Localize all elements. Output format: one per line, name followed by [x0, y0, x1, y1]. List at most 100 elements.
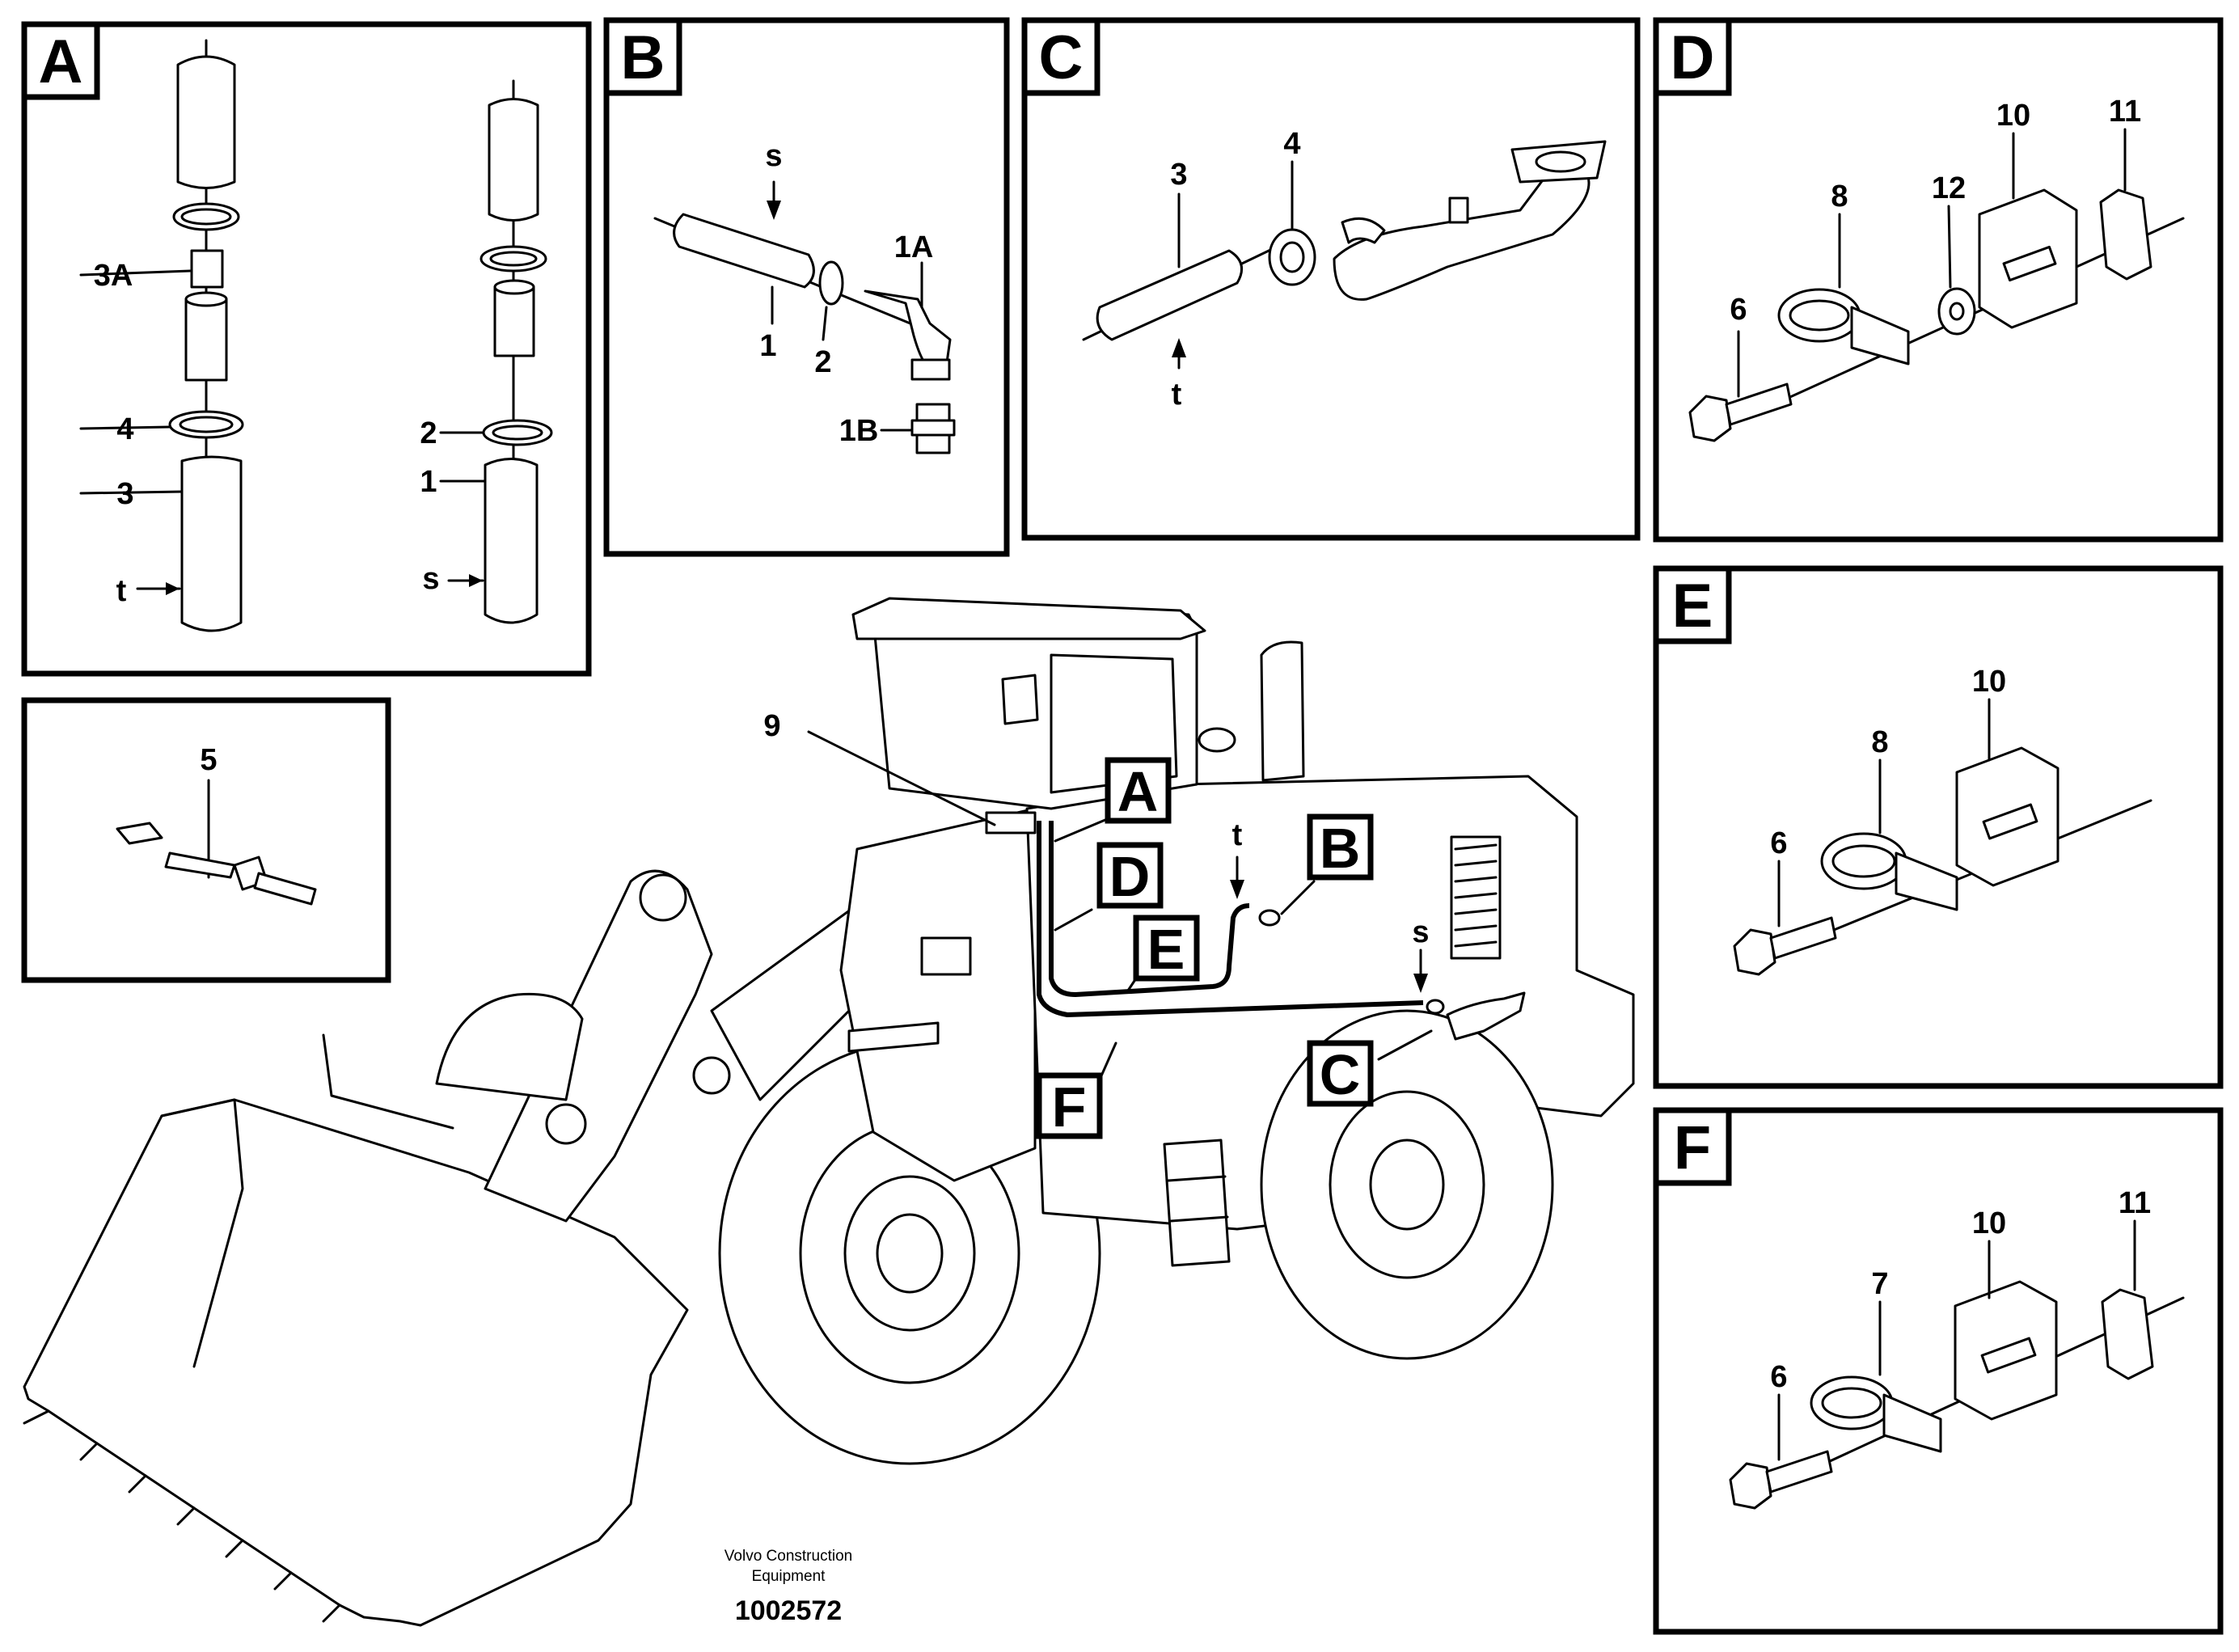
bolt-shank-e [1769, 916, 1837, 960]
company-name-line2: Equipment [752, 1568, 826, 1585]
panel-a-letter-box [21, 21, 100, 100]
outlet-pipe [1333, 150, 1591, 301]
clip-nut-11-d [2099, 188, 2152, 281]
hose-upper-left [176, 55, 236, 189]
panel-c-frame [1021, 17, 1641, 541]
panel-d-label-10: 10 [1996, 99, 2030, 133]
panel-f-letter: F [1674, 1113, 1711, 1182]
hose-lower-right [484, 458, 539, 624]
callout-a: A [1105, 757, 1172, 824]
panel-b-label-2: 2 [814, 345, 831, 379]
company-name-line1: Volvo Construction [725, 1548, 852, 1565]
panel-a-label-t: t [116, 574, 127, 608]
machine-label-9: 9 [763, 709, 780, 743]
valve-b [1258, 909, 1281, 927]
panel-b-letter: B [621, 23, 665, 92]
callout-d-letter: D [1109, 845, 1151, 908]
panel-d: D [1653, 17, 2224, 543]
bolt-head-f [1729, 1462, 1772, 1510]
panel-f-label-6: 6 [1770, 1360, 1787, 1394]
reducer-3a [190, 249, 224, 289]
clamp-7-f-tab [1882, 1393, 1942, 1453]
panel-b-label-1b: 1B [839, 414, 879, 448]
panel-tag: 5 [21, 697, 391, 983]
panel-e: E [1653, 565, 2224, 1089]
hose-lower-left [180, 455, 243, 632]
drawing-number: 1002572 [735, 1595, 842, 1626]
panel-b-label-1: 1 [759, 329, 776, 363]
callout-b: B [1307, 813, 1374, 881]
callout-e-letter: E [1147, 918, 1185, 981]
panel-a-label-3a: 3A [94, 259, 133, 293]
mirror [1001, 674, 1039, 725]
clip-nut-11-f [2101, 1288, 2154, 1380]
hose-b [673, 213, 815, 289]
tag-label-5: 5 [200, 743, 217, 777]
panel-c-letter: C [1039, 23, 1084, 92]
exhaust-stack [1260, 640, 1305, 782]
panel-f: F [1653, 1107, 2224, 1635]
panel-d-label-8: 8 [1831, 180, 1848, 213]
panel-c-label-3: 3 [1170, 158, 1187, 192]
panel-e-frame [1653, 565, 2224, 1089]
wheel-loader [23, 597, 1635, 1627]
clamp-8-e-tab [1895, 851, 1958, 911]
tag-plate [116, 822, 163, 845]
callout-e: E [1133, 915, 1200, 982]
panel-a-label-4: 4 [116, 412, 133, 446]
tie-strap [164, 851, 236, 879]
small-clamp [1341, 217, 1386, 244]
callout-f-letter: F [1052, 1075, 1087, 1139]
callout-d: D [1096, 842, 1164, 909]
panel-c-letter-box [1021, 17, 1100, 96]
light-box [920, 936, 972, 976]
tie-tail [253, 872, 317, 906]
nipple-right [493, 285, 535, 357]
panel-c-label-4: 4 [1283, 127, 1300, 161]
clamp-8-d-tab [1850, 306, 1910, 365]
panel-tag-frame [21, 697, 391, 983]
panel-a: A 3A 4 3 t [21, 21, 592, 677]
pipe-nipple [1448, 196, 1469, 224]
hose-c [1096, 249, 1244, 341]
machine-label-t: t [1232, 818, 1243, 852]
access-steps [1163, 1139, 1231, 1267]
front-wheel-left [435, 992, 584, 1101]
panel-d-letter-box [1653, 17, 1732, 96]
panel-d-label-11: 11 [2109, 95, 2141, 129]
callout-b-letter: B [1320, 817, 1361, 880]
panel-a-label-1: 1 [420, 465, 437, 499]
panel-a-label-s: s [422, 562, 439, 596]
machine-label-s: s [1412, 915, 1429, 949]
panel-b-label-1a: 1A [894, 230, 934, 264]
panel-a-label-3: 3 [116, 477, 133, 511]
callout-f: F [1036, 1072, 1103, 1139]
callout-a-letter: A [1117, 760, 1159, 823]
hose-assembly-left [79, 39, 244, 632]
valve-c [1426, 999, 1445, 1015]
panel-a-letter: A [39, 27, 83, 96]
panel-e-label-10: 10 [1972, 665, 2006, 699]
panel-a-label-2: 2 [420, 416, 437, 450]
panel-e-letter-box [1653, 565, 1732, 644]
hose-upper-right [488, 98, 539, 222]
heater-hose-2 [1049, 821, 1250, 998]
nipple-left [184, 298, 228, 382]
heater-unit [985, 811, 1037, 834]
bolt-shank-f [1765, 1450, 1833, 1494]
panel-b-label-s: s [765, 139, 782, 173]
pipe-c-small [1446, 991, 1526, 1041]
clamp-b [818, 260, 844, 306]
panel-b-letter-box [603, 17, 682, 96]
panel-f-label-11: 11 [2119, 1186, 2151, 1220]
callout-c: C [1307, 1040, 1374, 1107]
panel-c: C [1021, 17, 1641, 541]
panel-d-label-6: 6 [1730, 293, 1747, 327]
bolt-head-d [1688, 395, 1732, 442]
panel-c-label-t: t [1172, 378, 1182, 412]
bolt-head-e [1733, 928, 1776, 976]
hose-assembly-right [439, 79, 553, 624]
panel-b-frame [603, 17, 1010, 557]
panel-e-label-8: 8 [1871, 725, 1888, 759]
